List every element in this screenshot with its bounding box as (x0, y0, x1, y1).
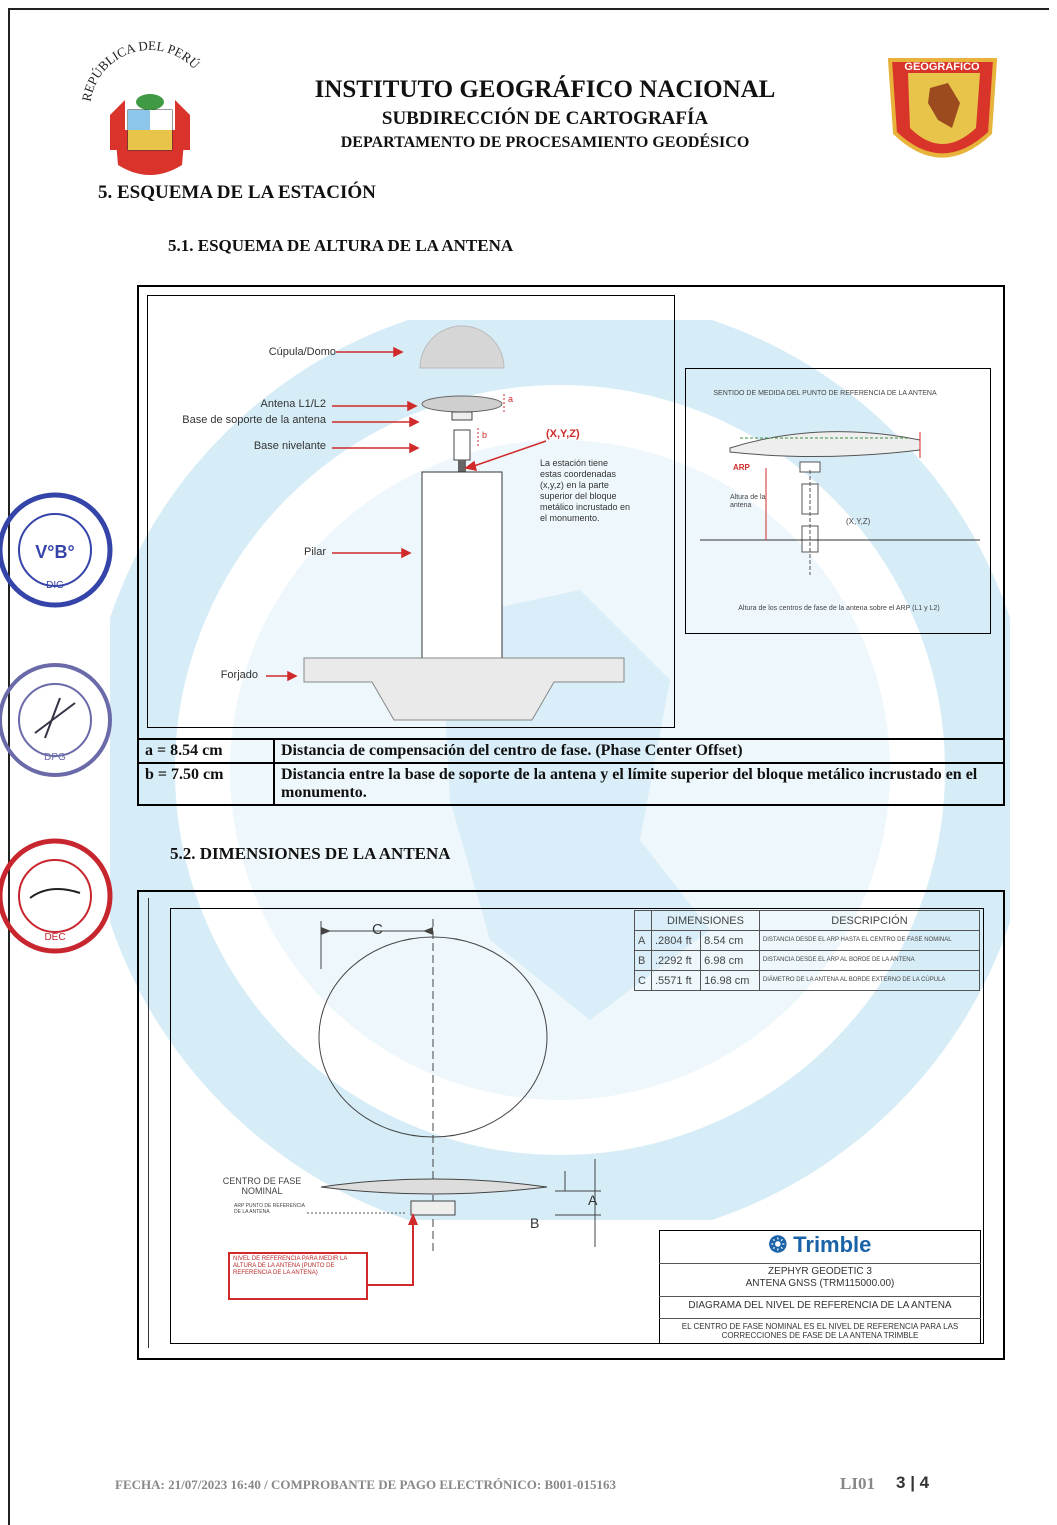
inset-arp-label: ARP (733, 463, 750, 472)
footer-date-receipt: FECHA: 21/07/2023 16:40 / COMPROBANTE DE… (115, 1477, 616, 1492)
arp-inset-drawing (700, 431, 980, 575)
arp-inset-panel (685, 368, 991, 634)
measurement-desc: Distancia entre la base de soporte de la… (273, 762, 1005, 806)
total-pages: 4 (919, 1473, 930, 1492)
measurement-desc: Distancia de compensación del centro de … (273, 738, 1005, 764)
arp-label: ARP PUNTO DE REFERENCIA DE LA ANTENA (234, 1203, 305, 1215)
svg-text:REPÚBLICA DEL PERÚ: REPÚBLICA DEL PERÚ (79, 40, 204, 103)
a-label: a (508, 394, 514, 404)
dim-cm: 16.98 cm (700, 970, 760, 991)
station-note: La estación tiene estas coordenadas (x,y… (540, 458, 631, 523)
drawing-frame (170, 908, 984, 1344)
table-row: b = 7.50 cm Distancia entre la base de s… (137, 762, 1005, 806)
svg-text:GEOGRAFICO: GEOGRAFICO (904, 61, 980, 73)
antenna-dimensions-figure (137, 890, 1005, 1360)
station-schema-drawing (266, 325, 625, 721)
dim-id: B (634, 950, 652, 971)
dim-desc: DISTANCIA DESDE EL ARP AL BORDE DE LA AN… (758, 950, 981, 971)
antenna-base-label: Base de soporte de la antena (182, 414, 326, 426)
inset-title: SENTIDO DE MEDIDA DEL PUNTO DE REFERENCI… (713, 390, 937, 397)
svg-text:DEC: DEC (44, 932, 65, 943)
footer-code: LI01 (840, 1474, 875, 1493)
antenna-model: ZEPHYR GEODETIC 3 ANTENA GNSS (TRM115000… (659, 1263, 981, 1290)
stamp-dec-icon: DEC (0, 838, 113, 954)
xyz-label: (X,Y,Z) (546, 428, 580, 440)
page-border (8, 8, 1049, 1525)
current-page: 3 (896, 1473, 906, 1492)
ign-logo-icon: GEOGRAFICO (887, 58, 998, 158)
dim-cm: 8.54 cm (700, 930, 760, 951)
dimensions-header: DIMENSIONES (651, 910, 760, 931)
approval-stamps: V°B° DIG DPG DEC (0, 492, 113, 954)
dimensions-table: DIMENSIONES DESCRIPCIÓN A .2804 ft 8.54 … (634, 910, 981, 991)
diagram-title: DIAGRAMA DEL NIVEL DE REFERENCIA DE LA A… (659, 1296, 981, 1316)
dim-desc: DISTANCIA DESDE EL ARP HASTA EL CENTRO D… (758, 930, 981, 951)
peru-coat-of-arms-icon: REPÚBLICA DEL PERÚ (79, 40, 204, 175)
department-title: DEPARTAMENTO DE PROCESAMIENTO GEODÉSICO (340, 134, 750, 151)
dome-label: Cúpula/Domo (268, 346, 336, 358)
measurement-key: a = 8.54 cm (137, 738, 275, 764)
antenna-name: ANTENA GNSS (TRM115000.00) (745, 1278, 895, 1289)
stamp-dig-icon: V°B° DIG (0, 492, 113, 608)
dim-ft: .2804 ft (650, 930, 702, 951)
page-number: 3 | 4 (896, 1473, 930, 1492)
dim-cm: 6.98 cm (700, 950, 760, 971)
trimble-logo: ❂ Trimble (659, 1232, 981, 1258)
station-schema-panel (147, 295, 675, 728)
inset-xyz-label: (X,Y,Z) (846, 517, 871, 526)
svg-text:DPG: DPG (44, 752, 66, 763)
antenna-dimension-drawing (228, 919, 601, 1300)
title-block (659, 1230, 981, 1344)
dim-ft: .5571 ft (650, 970, 702, 991)
reference-level-note: NIVEL DE REFERENCIA PARA MEDIR LA ALTURA… (233, 1256, 348, 1276)
model-name: ZEPHYR GEODETIC 3 (768, 1266, 872, 1277)
forging-label: Forjado (220, 669, 258, 681)
phase-center-label: CENTRO DE FASE NOMINAL (222, 1176, 302, 1196)
table-row: A .2804 ft 8.54 cm DISTANCIA DESDE EL AR… (634, 930, 981, 951)
svg-text:DIG: DIG (46, 580, 64, 591)
dim-a-label: A (588, 1192, 598, 1208)
table-row: DIMENSIONES DESCRIPCIÓN (634, 910, 981, 931)
dim-id: A (634, 930, 652, 951)
trimble-globe-icon: ❂ (768, 1232, 788, 1257)
section-title: 5. ESQUEMA DE LA ESTACIÓN (98, 182, 376, 203)
inset-height-label: Altura de la antena (730, 494, 766, 509)
institute-title: INSTITUTO GEOGRÁFICO NACIONAL (314, 76, 776, 103)
description-header: DESCRIPCIÓN (758, 910, 981, 931)
dim-c-label: C (372, 921, 383, 938)
dim-ft: .2292 ft (650, 950, 702, 971)
table-row: C .5571 ft 16.98 cm DIÁMETRO DE LA ANTEN… (634, 970, 981, 991)
measurements-table: a = 8.54 cm Distancia de compensación de… (137, 738, 1005, 806)
dim-desc: DIÁMETRO DE LA ANTENA AL BORDE EXTERNO D… (758, 970, 981, 991)
frame-line (148, 898, 149, 1348)
antenna-label: Antena L1/L2 (260, 398, 326, 410)
subsection-antenna-height: 5.1. ESQUEMA DE ALTURA DE LA ANTENA (168, 236, 514, 255)
stamp-dpg-icon: DPG (0, 663, 112, 777)
trimble-brand: Trimble (793, 1232, 872, 1257)
svg-text:V°B°: V°B° (35, 542, 74, 562)
pillar-label: Pilar (303, 546, 326, 558)
leveling-base-label: Base nivelante (253, 440, 326, 452)
table-row: a = 8.54 cm Distancia de compensación de… (137, 738, 1005, 764)
measurement-key: b = 7.50 cm (137, 762, 275, 806)
table-row: B .2292 ft 6.98 cm DISTANCIA DESDE EL AR… (634, 950, 981, 971)
phase-center-note: EL CENTRO DE FASE NOMINAL ES EL NIVEL DE… (659, 1318, 981, 1340)
b-label: b (482, 430, 488, 440)
subdirection-title: SUBDIRECCIÓN DE CARTOGRAFÍA (381, 108, 709, 129)
inset-caption: Altura de los centros de fase de la ante… (738, 605, 940, 612)
dim-b-label: B (530, 1215, 540, 1231)
subsection-antenna-dimensions: 5.2. DIMENSIONES DE LA ANTENA (170, 844, 451, 863)
dim-id: C (634, 970, 652, 991)
